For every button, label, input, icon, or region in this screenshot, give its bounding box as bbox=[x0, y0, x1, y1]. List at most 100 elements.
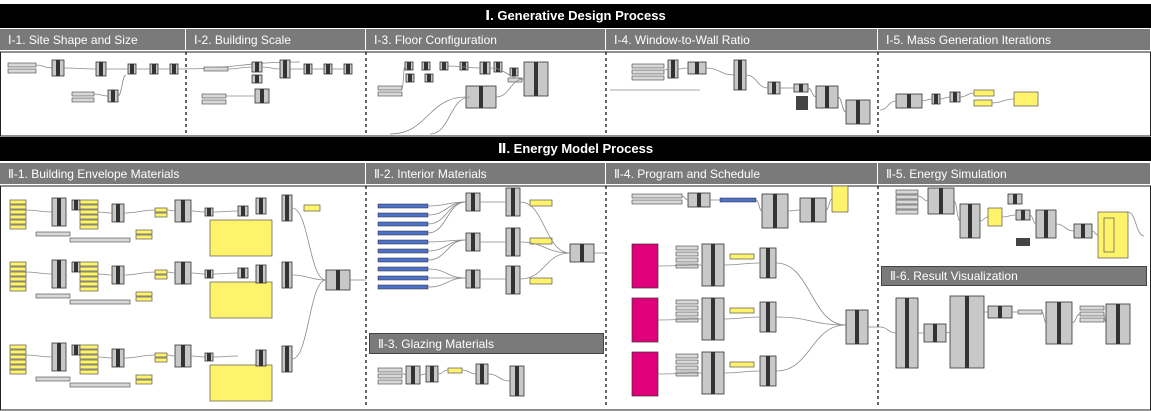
component-node-body bbox=[697, 193, 701, 207]
component-node-body bbox=[74, 200, 78, 210]
wire bbox=[97, 211, 113, 214]
component-node-body bbox=[74, 345, 78, 355]
param-pin bbox=[7, 68, 37, 74]
component-node-body bbox=[471, 233, 475, 251]
wire bbox=[991, 98, 1015, 104]
slider-node bbox=[377, 284, 429, 290]
wire bbox=[123, 209, 156, 214]
param-pin bbox=[631, 199, 683, 205]
param-pin bbox=[69, 237, 131, 243]
panel-node bbox=[529, 199, 553, 207]
component-node-body bbox=[427, 74, 431, 82]
wire bbox=[427, 201, 467, 234]
component-node-body bbox=[181, 345, 185, 367]
component-node-body bbox=[99, 62, 103, 76]
panel-node bbox=[135, 374, 153, 380]
component-node-body bbox=[671, 60, 675, 78]
wire bbox=[117, 74, 127, 97]
wire bbox=[775, 262, 847, 326]
panel-node bbox=[973, 89, 995, 97]
component-node-body bbox=[326, 64, 330, 74]
wire bbox=[123, 354, 156, 359]
component-node-body bbox=[116, 349, 120, 367]
param-node bbox=[631, 243, 659, 289]
panel-node bbox=[729, 307, 755, 314]
panel-node bbox=[9, 271, 27, 277]
param-pin bbox=[35, 376, 71, 382]
wire bbox=[705, 67, 735, 76]
wire bbox=[723, 370, 761, 374]
component-node-body bbox=[511, 266, 515, 294]
component-node-body bbox=[57, 198, 61, 226]
param-pin bbox=[203, 66, 229, 72]
param-pin bbox=[1079, 311, 1105, 317]
param-pin bbox=[35, 231, 71, 237]
param-node bbox=[631, 351, 659, 397]
component-node-body bbox=[181, 200, 185, 222]
slider-node bbox=[377, 239, 429, 245]
panel-node bbox=[729, 361, 755, 368]
component-node-body bbox=[181, 262, 185, 284]
wire bbox=[1001, 214, 1017, 218]
wire bbox=[401, 372, 407, 376]
param-pin bbox=[201, 99, 227, 105]
component-node-body bbox=[285, 195, 289, 221]
component-node-body bbox=[207, 270, 211, 278]
wire bbox=[681, 195, 689, 201]
component-node-body bbox=[479, 86, 483, 108]
panel-node bbox=[9, 276, 27, 282]
wire bbox=[879, 100, 897, 111]
wire bbox=[166, 354, 176, 357]
param-pin bbox=[631, 69, 665, 75]
wire bbox=[166, 271, 176, 274]
param-pin bbox=[377, 367, 403, 373]
step-building-scale-header: Ⅰ-2. Building Scale bbox=[186, 29, 366, 50]
component-node-body bbox=[259, 198, 263, 214]
slider-node bbox=[377, 248, 429, 254]
component-node-body bbox=[512, 68, 516, 76]
wire bbox=[427, 201, 467, 225]
component-node-body bbox=[515, 366, 519, 396]
component-node-body bbox=[907, 94, 911, 108]
panel-node bbox=[79, 224, 99, 230]
panel-node bbox=[154, 212, 168, 218]
wire bbox=[921, 98, 933, 102]
panel-node bbox=[154, 207, 168, 213]
component-node-body bbox=[711, 244, 715, 286]
wire bbox=[787, 209, 801, 212]
component-node-body bbox=[799, 84, 803, 92]
panel-node bbox=[9, 359, 27, 365]
wire bbox=[190, 272, 206, 275]
slider-node bbox=[377, 257, 429, 263]
wire bbox=[775, 316, 847, 326]
panel-node bbox=[154, 269, 168, 275]
panel-node bbox=[9, 364, 27, 370]
step-energy-simulation-header: Ⅱ-5. Energy Simulation bbox=[878, 163, 1151, 184]
param-pin bbox=[201, 93, 227, 99]
component-node-body bbox=[346, 64, 350, 74]
wire bbox=[495, 78, 525, 98]
panel-node bbox=[9, 224, 27, 230]
wire bbox=[723, 262, 761, 266]
panel-node bbox=[79, 276, 99, 282]
component-node-body bbox=[825, 86, 829, 108]
panel-node bbox=[79, 209, 99, 215]
panel-node bbox=[79, 261, 99, 267]
component-node-body bbox=[430, 366, 434, 382]
wire bbox=[959, 92, 975, 98]
param-pin bbox=[895, 199, 919, 205]
generative-design-banner: Ⅰ. Generative Design Process bbox=[0, 4, 1151, 28]
component-node-body bbox=[241, 268, 245, 278]
wire bbox=[291, 207, 327, 281]
panel-node bbox=[9, 344, 27, 350]
slider-node bbox=[719, 197, 757, 203]
panel-node bbox=[79, 344, 99, 350]
wire bbox=[25, 271, 53, 275]
component-node-body bbox=[260, 89, 264, 103]
panel-node bbox=[9, 204, 27, 210]
component-node-body bbox=[462, 62, 466, 70]
panel-node bbox=[9, 261, 27, 267]
param-pin bbox=[631, 75, 665, 81]
component-node-body bbox=[483, 62, 487, 74]
component-node-body bbox=[57, 260, 61, 288]
